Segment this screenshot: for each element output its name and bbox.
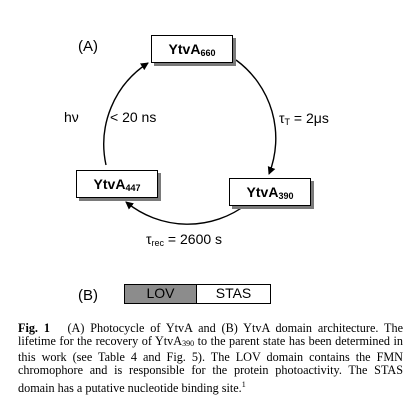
- stas-domain: STAS: [197, 285, 270, 303]
- state-ytva-390-name: YtvA: [246, 184, 279, 200]
- arrow-left-to-top: [103, 62, 149, 166]
- caption-sub: 390: [182, 339, 195, 349]
- panel-b-label: (B): [78, 287, 98, 304]
- state-ytva-660-sub: 660: [200, 48, 216, 58]
- tau-rec-label: τrec = 2600 s: [146, 231, 222, 248]
- state-ytva-390: YtvA390: [229, 178, 311, 206]
- tau-rec-sub: rec: [151, 238, 165, 248]
- state-ytva-660-name: YtvA: [168, 41, 201, 57]
- tau-t-label: τT = 2μs: [279, 110, 329, 127]
- caption-text-2: to the parent state has been determined …: [18, 334, 403, 395]
- domain-architecture-bar: LOV STAS: [124, 284, 271, 304]
- panel-a-label: (A): [78, 38, 98, 55]
- tau-t-value: = 2μs: [290, 110, 329, 126]
- state-ytva-447-sub: 447: [125, 183, 141, 193]
- figure-caption: Fig. 1 (A) Photocycle of YtvA and (B) Yt…: [18, 321, 403, 395]
- state-ytva-390-sub: 390: [278, 191, 294, 201]
- arrow-right-to-left: [125, 201, 248, 225]
- tau-rec-symbol: τ: [146, 231, 152, 247]
- caption-text-1: (A) Photocycle of YtvA and (B) YtvA doma…: [18, 321, 403, 349]
- state-ytva-447-name: YtvA: [93, 176, 126, 192]
- tau-t-symbol: τ: [279, 110, 285, 126]
- excitation-time-label: < 20 ns: [110, 109, 157, 125]
- hv-label: hν: [64, 109, 79, 125]
- caption-fig-number: Fig. 1: [18, 321, 50, 335]
- tau-t-sub: T: [284, 117, 291, 127]
- tau-rec-value: = 2600 s: [164, 231, 223, 247]
- arrow-top-to-right: [235, 59, 277, 175]
- caption-ref: 1: [241, 379, 246, 389]
- state-ytva-660: YtvA660: [151, 35, 233, 63]
- state-ytva-447: YtvA447: [76, 170, 158, 198]
- lov-domain: LOV: [125, 285, 197, 303]
